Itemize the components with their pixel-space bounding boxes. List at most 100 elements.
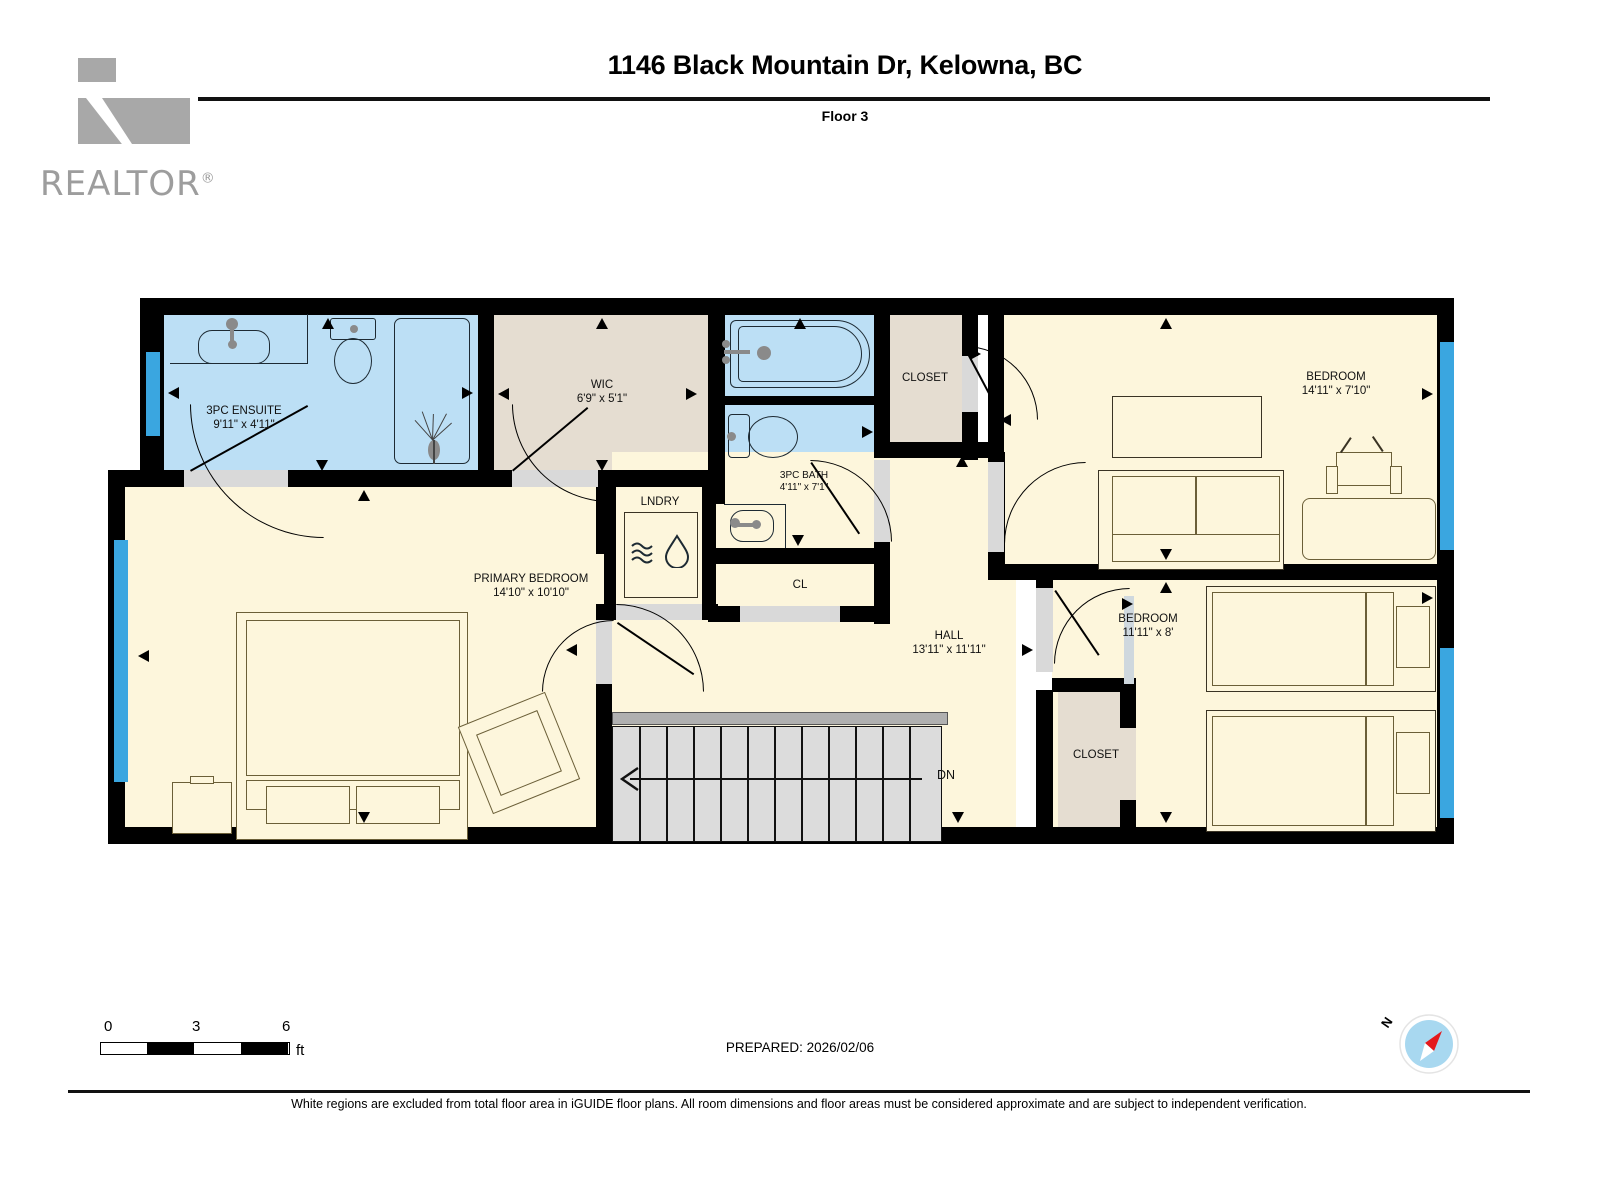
stairs-handrail — [612, 712, 948, 725]
room-label-wic-dims: 6'9" x 5'1" — [576, 393, 628, 405]
room-label-closet1: CLOSET — [880, 371, 970, 385]
view-arrow-wic-n — [596, 318, 608, 329]
stair-treads — [612, 726, 942, 842]
primary-nightstand-lamp — [190, 776, 214, 784]
room-label-bath3pc: 3PC BATH 4'11" x 7'1" — [750, 470, 858, 494]
room-label-primary-dims: 14'10" x 10'10" — [493, 587, 569, 599]
registered-mark: ® — [200, 170, 216, 187]
view-arrow-closet1-w — [1000, 414, 1011, 426]
laundry-droplet-icon — [664, 534, 690, 568]
faucet-handle-bath — [730, 518, 740, 528]
realtor-wordmark: REALTOR® — [40, 164, 215, 204]
toilet-flush-bath — [727, 432, 736, 441]
threshold-cl — [740, 606, 840, 622]
scale-bar-group: 0 3 6 ft — [100, 1018, 360, 1072]
room-label-cl: CL — [752, 578, 848, 592]
room-label-bedroom1: BEDROOM 14'11" x 7'10" — [1246, 370, 1426, 398]
scale-unit-label: ft — [296, 1042, 305, 1059]
view-arrow-closet2-e — [1122, 598, 1133, 610]
wall-hall-left-b — [596, 660, 612, 844]
room-label-bedroom2-name: BEDROOM — [1118, 613, 1178, 625]
view-arrow-bed2-s — [1160, 812, 1172, 823]
wall-closet2-right-b — [1120, 800, 1136, 844]
bed2-bunk-lower-sq — [1396, 732, 1430, 794]
compass-rose: N — [1378, 1013, 1460, 1075]
wall-bath-stub — [874, 538, 890, 564]
shower-stem-ensuite — [433, 440, 435, 464]
room-label-cl-name: CL — [792, 579, 808, 591]
room-label-hall: HALL 13'11" x 11'11" — [884, 629, 1014, 657]
window-ensuite-west — [146, 352, 160, 436]
room-label-closet1-name: CLOSET — [901, 372, 948, 384]
scale-tick-6: 6 — [282, 1018, 291, 1035]
faucet-spout-bath — [736, 523, 758, 527]
wall-ensuite-wic — [478, 314, 494, 486]
view-arrow-ensuite-s — [316, 460, 328, 471]
view-arrow-tub-n — [794, 318, 806, 329]
view-arrow-hall-s — [952, 812, 964, 823]
room-label-wic: WIC 6'9" x 5'1" — [522, 378, 682, 406]
wall-closet2-right — [1120, 690, 1136, 728]
room-label-ensuite-dims: 9'11" x 4'11" — [213, 419, 275, 431]
view-arrow-wic-w — [498, 388, 509, 400]
scale-bar — [100, 1042, 290, 1055]
room-label-bath3pc-name: 3PC BATH — [779, 470, 829, 481]
view-arrow-ensuite-w — [168, 387, 179, 399]
view-arrow-bed1-n — [1160, 318, 1172, 329]
page-title: 1146 Black Mountain Dr, Kelowna, BC — [607, 50, 1083, 80]
room-label-closet2: CLOSET — [1048, 748, 1144, 762]
primary-pillow-left — [266, 786, 350, 824]
view-arrow-bed2-n — [1160, 582, 1172, 593]
bed1-chair-arm-right — [1390, 466, 1402, 494]
window-primary-west — [114, 540, 128, 782]
scale-tick-3: 3 — [192, 1018, 201, 1035]
room-label-closet2-name: CLOSET — [1072, 749, 1119, 761]
faucet-stem-ensuite — [230, 320, 234, 344]
room-label-ensuite: 3PC ENSUITE 9'11" x 4'11" — [164, 404, 324, 432]
room-label-bedroom2: BEDROOM 11'11" x 8' — [1080, 612, 1216, 640]
threshold-bed1 — [988, 462, 1004, 552]
bathtub-spout — [724, 350, 750, 354]
sink-drain-ensuite — [228, 340, 237, 349]
room-label-wic-name: WIC — [590, 379, 614, 391]
view-arrow-toilet-e — [862, 426, 873, 438]
bed2-bunk-lower-mattress — [1212, 716, 1366, 826]
vanity-counter-bath — [724, 504, 786, 548]
view-arrow-hall-w — [566, 644, 577, 656]
sink-basin-ensuite — [198, 330, 270, 364]
view-arrow-hall-n — [956, 456, 968, 467]
view-arrow-bed1-e — [1422, 388, 1433, 400]
page-header: REALTOR® 1146 Black Mountain Dr, Kelowna… — [0, 0, 1600, 230]
room-label-ensuite-name: 3PC ENSUITE — [206, 405, 282, 417]
window-bedroom2-east — [1440, 648, 1454, 818]
bed1-chair-arm-left — [1326, 466, 1338, 494]
view-arrow-primary-w — [138, 650, 149, 662]
room-label-bedroom1-dims: 14'11" x 7'10" — [1301, 385, 1371, 397]
floor-label: Floor 3 — [821, 108, 869, 124]
bed1-chair-back — [1336, 452, 1392, 486]
wall-bath-closet — [874, 314, 890, 406]
bed1-wall-art — [1112, 396, 1262, 458]
realtor-wordmark-text: REALTOR — [40, 164, 201, 204]
room-label-hall-dims: 13'11" x 11'11" — [912, 644, 986, 656]
room-label-bath3pc-dims: 4'11" x 7'1" — [779, 482, 829, 493]
room-label-primary-name: PRIMARY BEDROOM — [473, 573, 589, 585]
view-arrow-primary-s — [358, 812, 370, 823]
wall-bath-bottom — [708, 548, 890, 564]
wall-tub-partition — [724, 396, 876, 405]
footer-divider — [68, 1090, 1530, 1093]
bathtub-drain — [757, 346, 771, 360]
threshold-bed2 — [1036, 588, 1053, 672]
view-arrow-ensuite-e — [462, 387, 473, 399]
stairs-dn-label: DN — [936, 768, 956, 782]
stairs-direction-arrow-icon — [619, 767, 639, 791]
realtor-logo: REALTOR® — [40, 22, 215, 204]
sink-drain-bath — [752, 520, 761, 529]
room-label-lndry-name: LNDRY — [640, 496, 680, 508]
bed2-bunk-upper-pillow — [1366, 592, 1394, 686]
room-label-hall-name: HALL — [934, 630, 964, 642]
bed2-bunk-lower-pillow — [1366, 716, 1394, 826]
primary-nightstand — [172, 782, 232, 834]
wall-wic-bath — [708, 314, 725, 504]
